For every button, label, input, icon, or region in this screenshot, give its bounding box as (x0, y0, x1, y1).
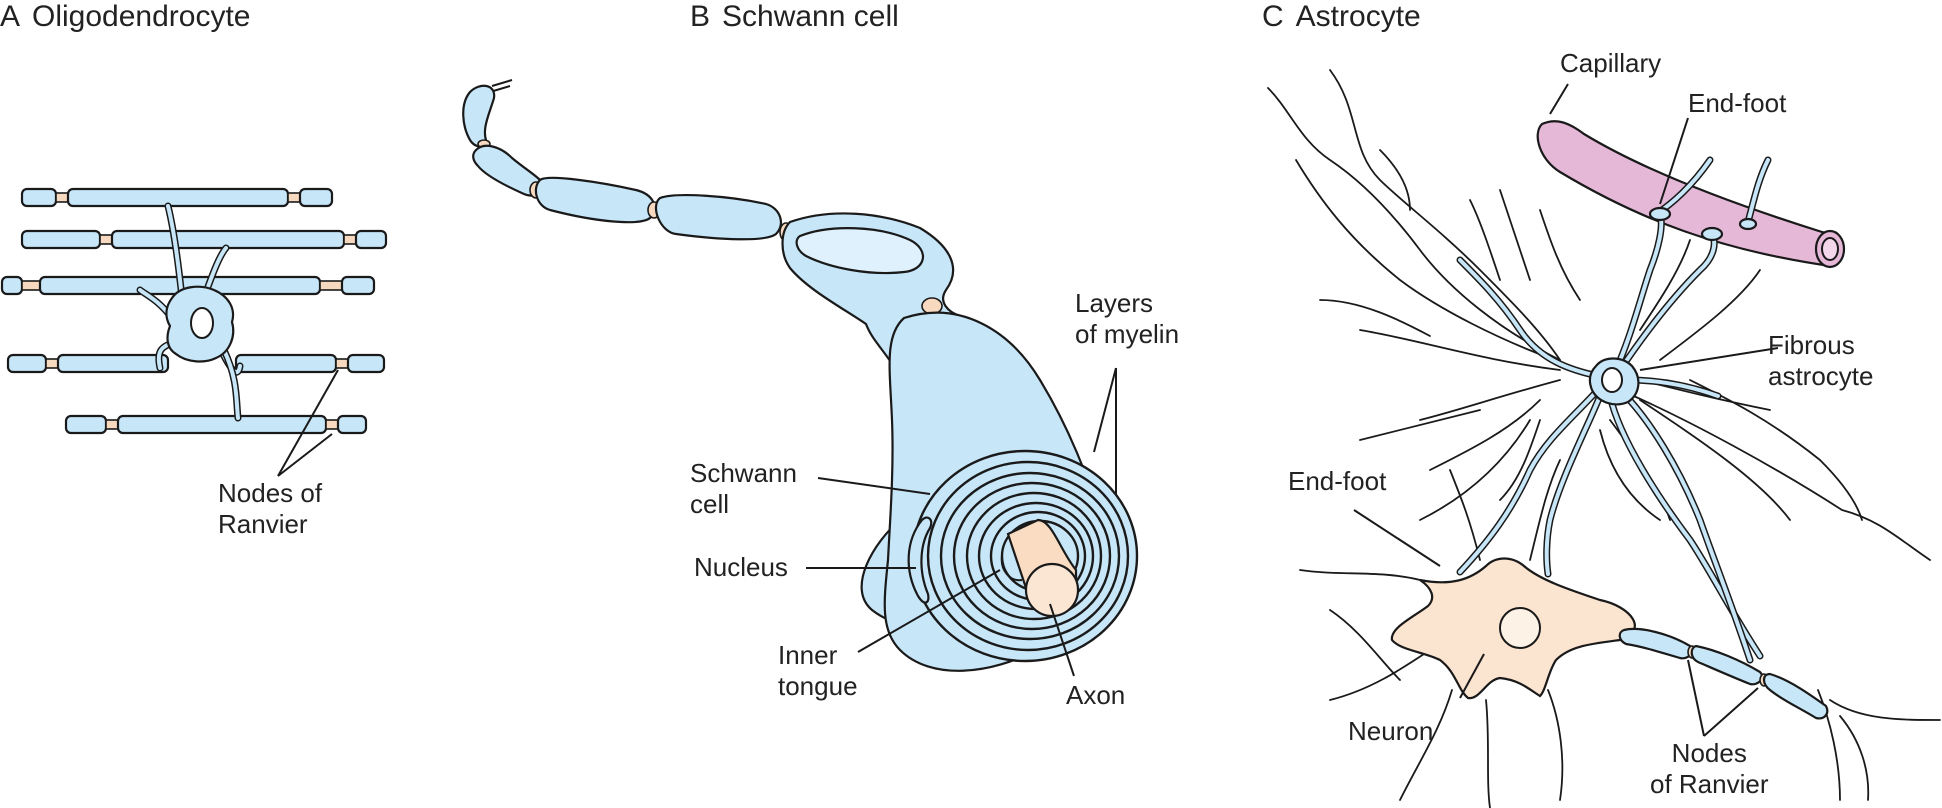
schwann-cell-illustration (462, 79, 1139, 677)
panel-b-name: Schwann cell (722, 0, 899, 33)
end-foot (1738, 217, 1758, 231)
myelinated-axon-row (20, 187, 334, 208)
oligodendrocyte-illustration (0, 187, 388, 477)
label-line: End-foot (1688, 88, 1787, 118)
neuron (1299, 459, 1636, 808)
oligodendrocyte-nucleus (190, 307, 214, 339)
label-line: Layers (1075, 288, 1154, 318)
label-neuron: Neuron (1348, 716, 1433, 747)
label-line: of myelin (1075, 319, 1180, 349)
label-end-foot-top: End-foot (1688, 88, 1786, 119)
myelin-segment (462, 84, 496, 148)
label-fibrous-astrocyte: Fibrous astrocyte (1768, 330, 1874, 392)
label-nodes-of-ranvier-c: Nodes of Ranvier (1650, 738, 1769, 800)
label-line: tongue (778, 671, 858, 701)
panel-b-letter: B (690, 0, 711, 33)
label-line: cell (690, 489, 730, 519)
label-line: Capillary (1560, 48, 1662, 78)
panel-a-name: Oligodendrocyte (32, 0, 251, 33)
panel-c-letter: C (1262, 0, 1284, 33)
label-line: astrocyte (1768, 361, 1874, 391)
label-line: Inner (778, 640, 838, 670)
panel-c-title: C Astrocyte (1262, 0, 1421, 34)
label-schwann-cell: Schwann cell (690, 458, 797, 520)
label-nucleus: Nucleus (694, 552, 788, 583)
label-line: Nucleus (694, 552, 788, 582)
astrocyte-axon (1618, 627, 1829, 720)
label-line: Nodes of (218, 478, 323, 508)
end-foot (1700, 226, 1724, 242)
schwann-nucleus (907, 516, 933, 604)
astrocyte-nucleus (1601, 367, 1623, 393)
panel-c-name: Astrocyte (1295, 0, 1421, 33)
panel-b-title: B Schwann cell (690, 0, 899, 34)
schwann-node (921, 297, 943, 315)
myelin-segment (654, 194, 783, 241)
label-line: of Ranvier (1650, 769, 1769, 799)
label-capillary: Capillary (1560, 48, 1661, 79)
end-foot (1648, 206, 1672, 222)
label-line: Neuron (1348, 716, 1434, 746)
label-line: Ranvier (218, 509, 308, 539)
myelinated-axon-row (20, 229, 388, 250)
label-end-foot-left: End-foot (1288, 466, 1386, 497)
label-nodes-of-ranvier-a: Nodes of Ranvier (218, 478, 322, 540)
label-layers-of-myelin: Layers of myelin (1075, 288, 1179, 350)
label-line: Nodes (1671, 738, 1747, 768)
myelinated-axon-row (6, 353, 386, 374)
label-line: Fibrous (1768, 330, 1855, 360)
myelinated-axon-row (64, 414, 368, 435)
label-line: Schwann (690, 458, 797, 488)
myelin-segment (534, 176, 656, 224)
panel-a-title: A Oligodendrocyte (0, 0, 250, 34)
label-line: End-foot (1288, 466, 1387, 496)
label-axon: Axon (1066, 680, 1125, 711)
astrocyte-illustration (1267, 69, 1941, 808)
panel-a-letter: A (0, 0, 21, 33)
label-inner-tongue: Inner tongue (778, 640, 858, 702)
label-line: Axon (1066, 680, 1126, 710)
